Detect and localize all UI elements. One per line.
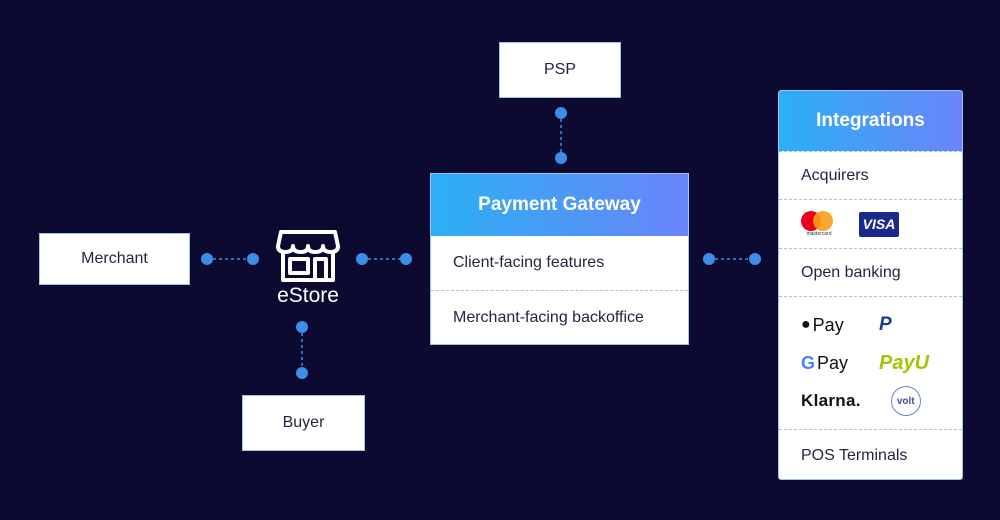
google-pay-logo: G Pay (801, 352, 849, 373)
mastercard-logo: mastercard (801, 211, 835, 237)
buyer-label: Buyer (282, 414, 325, 431)
klarna-logo: Klarna. (801, 391, 861, 410)
psp-node: PSP (499, 42, 621, 98)
estore-label: eStore (277, 284, 339, 307)
psp-label: PSP (543, 61, 576, 78)
pos-terminals-label: POS Terminals (801, 446, 908, 464)
apple-pay-logo: ● Pay (801, 314, 844, 335)
open-banking-row: Open banking (779, 248, 962, 296)
gateway-title: Payment Gateway (431, 174, 688, 236)
acquirers-row: Acquirers (779, 151, 962, 199)
connector-dot (555, 152, 567, 164)
google-icon: G (801, 352, 816, 373)
acquirer-logos-row: mastercard VISA (779, 199, 962, 248)
connector-dot (555, 107, 567, 119)
integrations-card: Integrations Acquirers mastercard VISA O… (778, 90, 963, 480)
visa-logo: VISA (859, 211, 899, 237)
connector-dot (296, 321, 308, 333)
paypal-logo: P (879, 314, 892, 335)
connector-dot (296, 367, 308, 379)
buyer-node: Buyer (242, 395, 365, 451)
connector-dot (703, 253, 715, 265)
merchant-node: Merchant (39, 233, 190, 285)
connector-dot (201, 253, 213, 265)
payu-logo: PayU (879, 351, 930, 374)
apple-icon: ● (801, 316, 811, 333)
payment-gateway-card: Payment Gateway Client-facing features M… (430, 173, 689, 345)
storefront-icon (276, 230, 340, 282)
connector-dot (400, 253, 412, 265)
estore-node: eStore (268, 224, 348, 314)
volt-logo: volt (890, 386, 921, 416)
connector-dot (247, 253, 259, 265)
open-banking-label: Open banking (801, 263, 901, 281)
wallets-row: ● Pay P G Pay PayU Klarna. volt (779, 296, 962, 429)
gateway-row-merchant: Merchant-facing backoffice (431, 290, 688, 344)
integrations-title: Integrations (779, 91, 962, 151)
pos-terminals-row: POS Terminals (779, 429, 962, 479)
connector-dot (749, 253, 761, 265)
merchant-label: Merchant (81, 250, 148, 267)
acquirers-label: Acquirers (801, 166, 869, 184)
connector-dot (356, 253, 368, 265)
gateway-row-client: Client-facing features (453, 254, 605, 271)
